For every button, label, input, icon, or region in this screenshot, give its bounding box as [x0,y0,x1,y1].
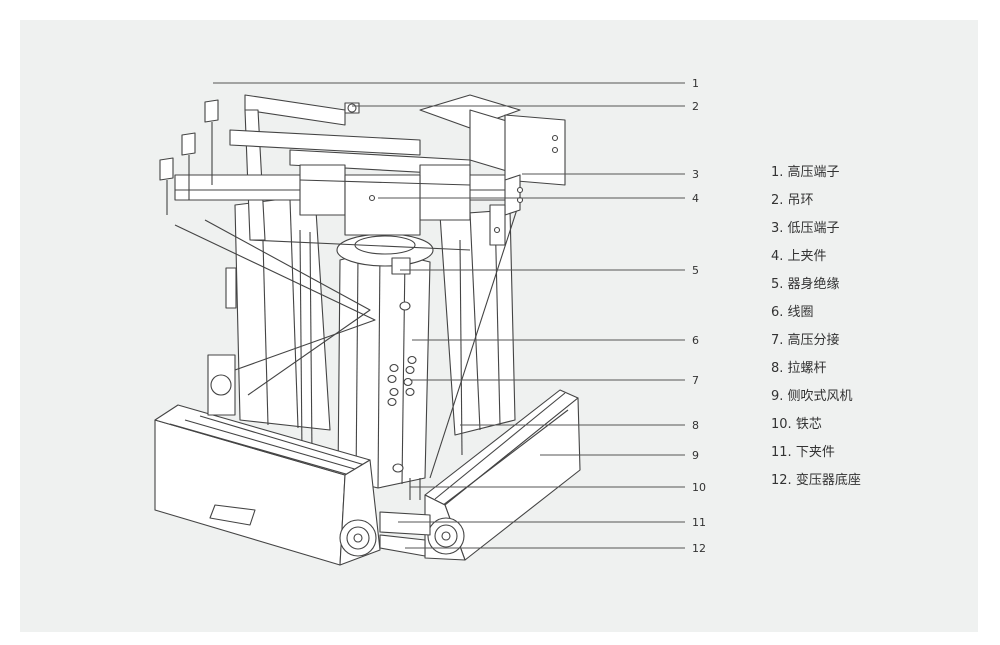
core-frame [225,194,516,436]
legend-item: 7. 高压分接 [771,333,840,348]
callout-number: 10 [692,481,706,494]
callout-number: 9 [692,449,699,462]
legend-item: 10. 铁芯 [771,417,822,432]
fan-left [154,354,381,566]
callout-number: 6 [692,334,699,347]
legend-item: 6. 线圈 [771,305,814,320]
callout-number: 7 [692,374,699,387]
legend-item: 8. 拉螺杆 [771,361,827,376]
callout-number: 4 [692,192,699,205]
legend-item: 1. 高压端子 [771,165,840,180]
legend-item: 2. 吊环 [771,193,814,208]
coil [337,249,431,489]
callout-number: 11 [692,516,706,529]
callout-number: 12 [692,542,706,555]
tie-rods [299,229,463,456]
legend-item: 5. 器身绝缘 [771,277,840,292]
callout-number: 2 [692,100,699,113]
lower-clamp [209,478,431,557]
legend-item: 3. 低压端子 [771,221,840,236]
legend: 1. 高压端子 2. 吊环 3. 低压端子 4. 上夹件 5. 器身绝缘 6. … [771,163,861,499]
leader-lines [213,82,685,549]
callout-number: 1 [692,77,699,90]
legend-item: 12. 变压器底座 [771,473,861,488]
fan-right [424,389,581,561]
lv-terminals [419,94,566,246]
callout-numbers: 1 2 3 4 5 6 7 8 9 10 11 12 [692,77,706,555]
callout-number: 5 [692,264,699,277]
legend-item: 11. 下夹件 [771,445,835,460]
hv-cables [174,199,521,479]
upper-clamp [174,94,521,251]
tap-studs [387,301,417,473]
legend-item: 9. 侧吹式风机 [771,389,853,404]
callout-number: 8 [692,419,699,432]
legend-item: 4. 上夹件 [771,249,827,264]
hv-terminals [159,99,219,215]
callout-number: 3 [692,168,699,181]
